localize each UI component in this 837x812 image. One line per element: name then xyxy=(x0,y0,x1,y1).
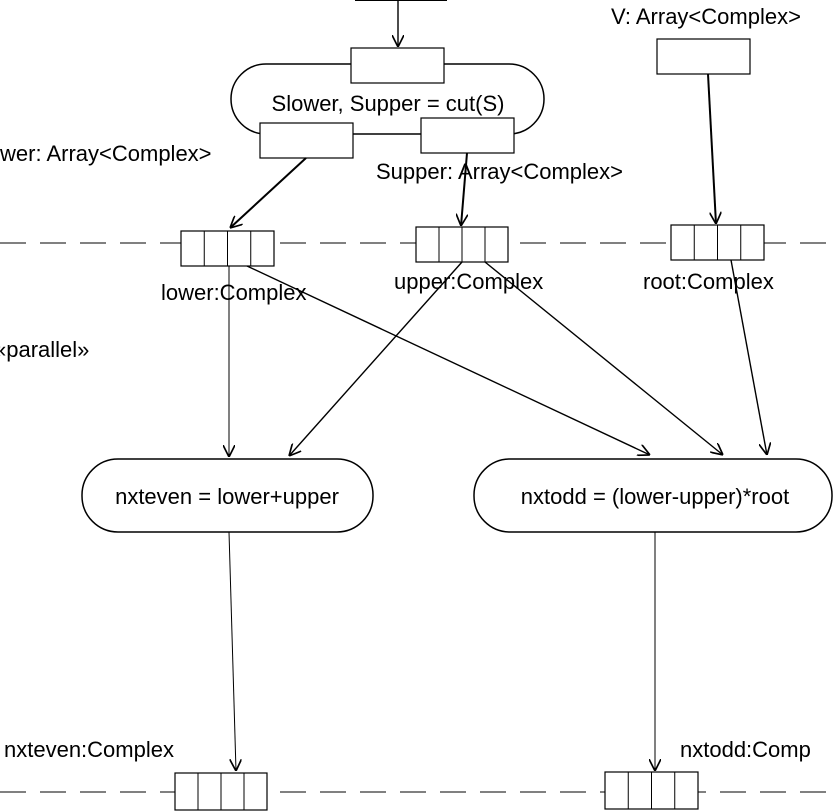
region-stereotype: «parallel» xyxy=(0,337,89,362)
pin-supper-output[interactable] xyxy=(420,117,515,154)
pin-s-input[interactable] xyxy=(350,47,445,84)
flow-upper-to-nxtodd xyxy=(484,261,723,455)
action-nxtodd[interactable] xyxy=(473,458,833,533)
flow-v-to-root xyxy=(707,73,716,224)
flow-upper-to-nxteven xyxy=(289,261,463,456)
pin-supper-label: Supper: Array<Complex> xyxy=(376,159,623,184)
expansion-node-nxtodd[interactable] xyxy=(604,771,699,810)
action-nxteven[interactable] xyxy=(81,458,374,533)
pin-slower-output[interactable] xyxy=(259,122,354,159)
expansion-node-root-label: root:Complex xyxy=(643,269,774,294)
expansion-node-nxtodd-label: nxtodd:Comp xyxy=(680,737,811,762)
action-nxtodd-label: nxtodd = (lower-upper)*root xyxy=(521,484,789,509)
expansion-node-upper-label: upper:Complex xyxy=(394,269,543,294)
expansion-node-lower-label: lower:Complex xyxy=(161,280,307,305)
flow-slower-to-lower xyxy=(230,157,307,228)
expansion-node-upper[interactable] xyxy=(415,226,509,263)
flow-supper-to-upper xyxy=(461,152,468,226)
action-nxteven-label: nxteven = lower+upper xyxy=(115,484,339,509)
expansion-node-lower[interactable] xyxy=(180,230,275,267)
pin-v[interactable] xyxy=(656,38,751,75)
flow-nxteven-to-output xyxy=(228,531,236,771)
expansion-node-nxteven[interactable] xyxy=(174,772,268,811)
flow-lower-to-nxtodd xyxy=(246,265,650,455)
pin-slower-label: wer: Array<Complex> xyxy=(0,141,212,166)
pin-v-label: V: Array<Complex> xyxy=(611,4,801,29)
flow-root-to-nxtodd xyxy=(730,259,767,455)
action-cut-label: Slower, Supper = cut(S) xyxy=(272,91,505,116)
expansion-node-nxteven-label: nxteven:Complex xyxy=(4,737,174,762)
expansion-node-root[interactable] xyxy=(670,224,765,261)
